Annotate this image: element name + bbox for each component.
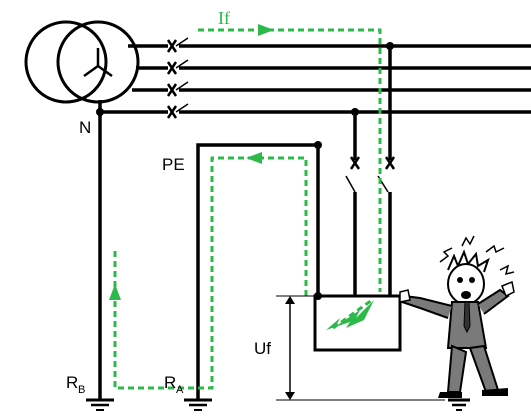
shocked-person-icon [399, 235, 515, 398]
ground-icon [448, 398, 470, 411]
fault-arrow [258, 24, 274, 36]
ra-label-sub: A [176, 384, 184, 396]
uf-label: Uf [254, 339, 271, 358]
rb-label-sub: B [78, 384, 85, 396]
pe-label: PE [162, 155, 185, 174]
transformer-icon [24, 20, 140, 104]
ground-icon [86, 398, 114, 411]
pe-conductor [196, 141, 322, 400]
phase-conductors [100, 44, 531, 114]
neutral-label: N [79, 118, 91, 137]
uf-dimension [276, 295, 445, 401]
ground-icon [184, 398, 212, 411]
main-breaker [166, 37, 189, 119]
fault-arrow [246, 152, 262, 164]
load-branches [345, 42, 396, 296]
ra-label-main: R [164, 373, 176, 392]
fault-spark [326, 300, 374, 330]
fault-current-path [109, 24, 382, 390]
load-enclosure [313, 292, 402, 352]
neutral-conductor [96, 100, 104, 400]
fault-arrow [109, 284, 121, 300]
fault-current-label: If [218, 8, 230, 28]
rb-label-main: R [66, 373, 78, 392]
